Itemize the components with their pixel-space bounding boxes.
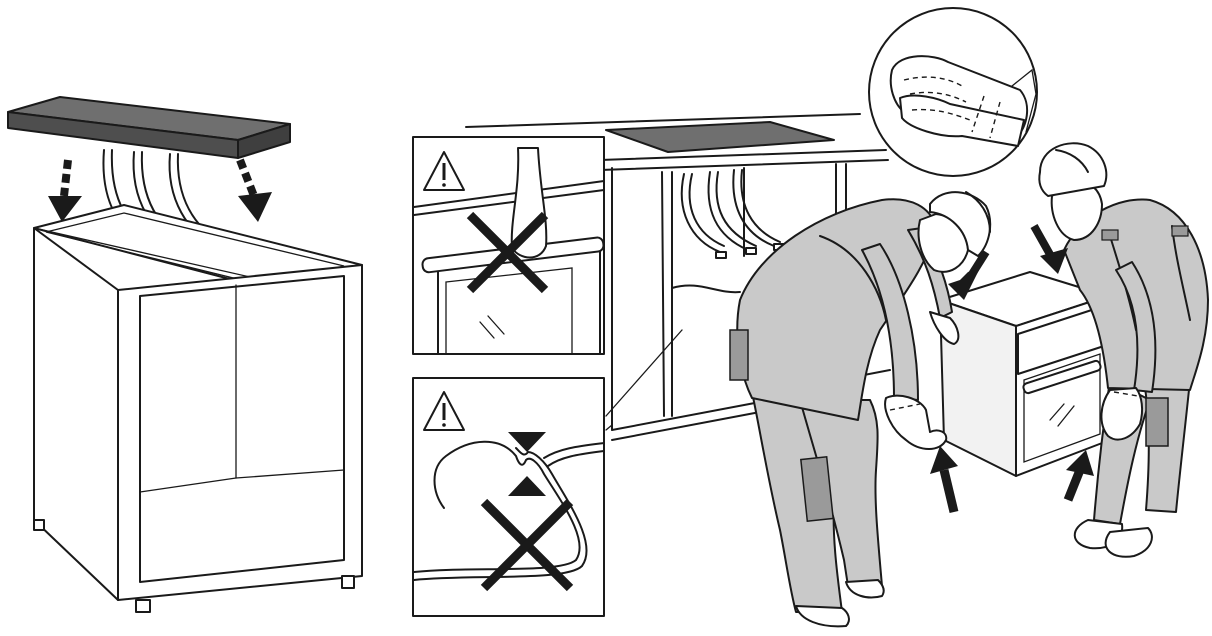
hob-plate — [8, 97, 290, 158]
solid-arrow-icon — [930, 446, 958, 512]
dashed-down-arrow-icon — [48, 160, 82, 222]
cabinet — [34, 205, 362, 612]
solid-arrow-icon — [1066, 450, 1094, 500]
oven — [940, 272, 1110, 476]
protective-gloves-icon — [869, 8, 1037, 176]
warning-panel-cable-pinch — [413, 378, 604, 616]
dashed-down-arrow-icon — [238, 160, 272, 222]
cabinet-hob-panel — [8, 97, 362, 612]
warning-panel-door-handle — [413, 137, 604, 354]
